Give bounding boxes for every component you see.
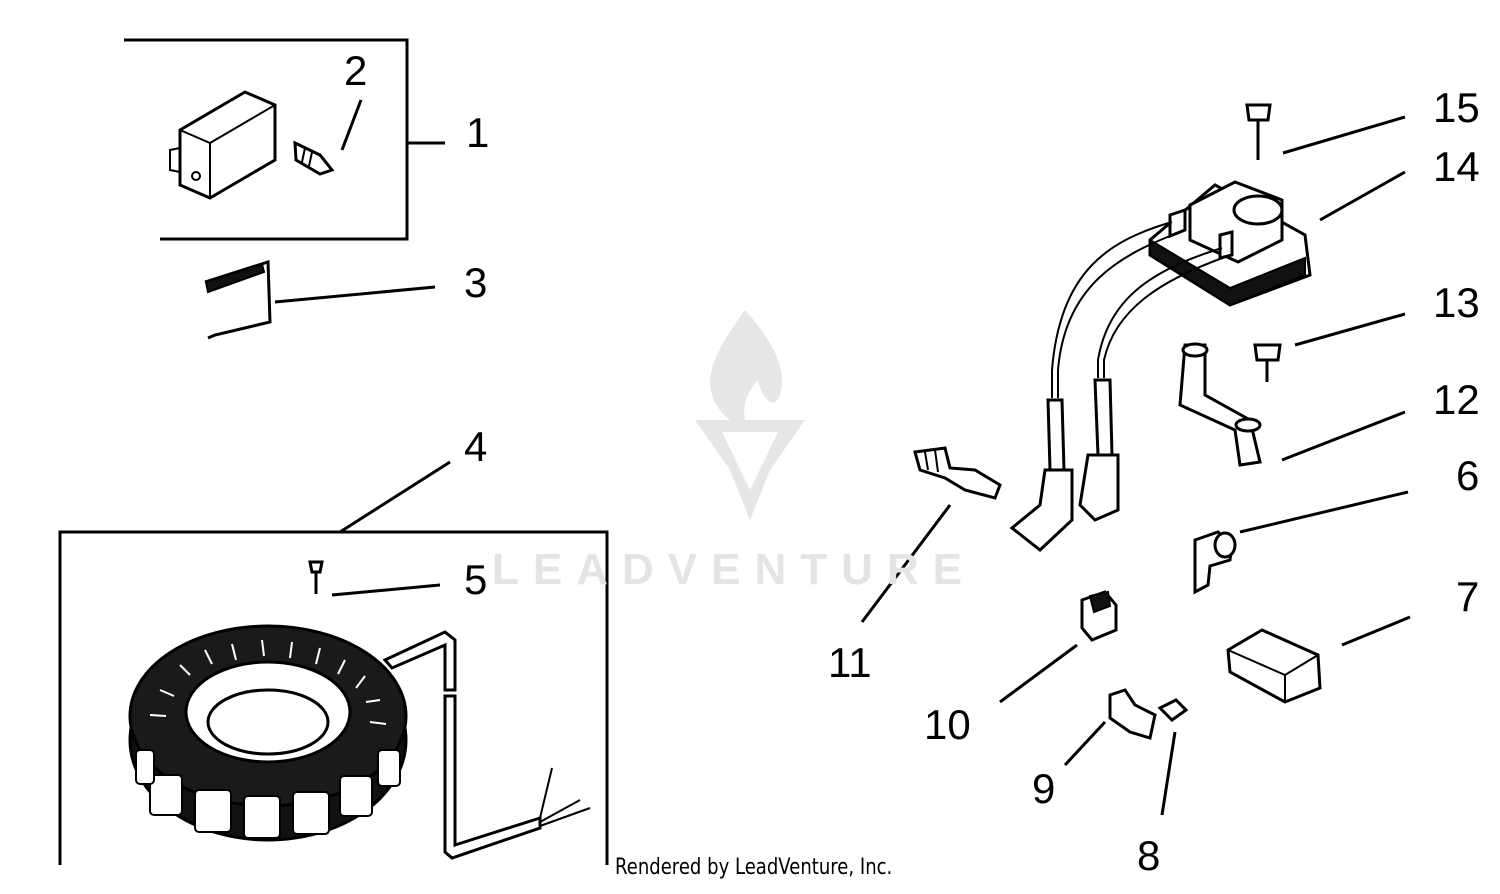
callout-3: 3 [464,259,488,306]
part-clip-10 [999,590,1118,704]
callout-1: 1 [466,109,490,156]
callout-14: 14 [1433,143,1480,190]
part-spark-plug [860,446,1002,623]
callout-8: 8 [1137,832,1161,879]
part-screw-8 [1157,698,1189,816]
render-credit: Rendered by LeadVenture, Inc. [615,855,893,880]
group-box-4 [58,460,609,865]
watermark-logo-icon [695,310,805,520]
callout-10: 10 [924,701,971,748]
callout-2: 2 [344,47,368,94]
part-stator [128,624,591,860]
callout-9: 9 [1032,765,1056,812]
callout-4: 4 [464,423,488,470]
part-bolt-15 [1245,103,1406,160]
part-clamp-9 [1063,688,1157,767]
watermark-text: LEADVENTURE [492,545,977,594]
part-bracket-12 [1178,342,1406,467]
part-screw-5 [308,560,441,597]
callout-6: 6 [1456,452,1480,499]
part-screw-13 [1253,312,1406,382]
part-ignition-coil [1009,170,1406,552]
callout-7: 7 [1456,573,1480,620]
callout-15: 15 [1433,84,1480,131]
part-clip-6 [1193,490,1409,595]
part-cover-7 [1226,615,1411,704]
callout-12: 12 [1433,376,1480,423]
callout-13: 13 [1433,279,1480,326]
part-clip [204,259,436,340]
callout-5: 5 [464,556,488,603]
group-box-1 [124,38,445,241]
part-module [169,90,277,200]
callout-11: 11 [828,639,872,686]
part-small-fuse [293,99,363,176]
